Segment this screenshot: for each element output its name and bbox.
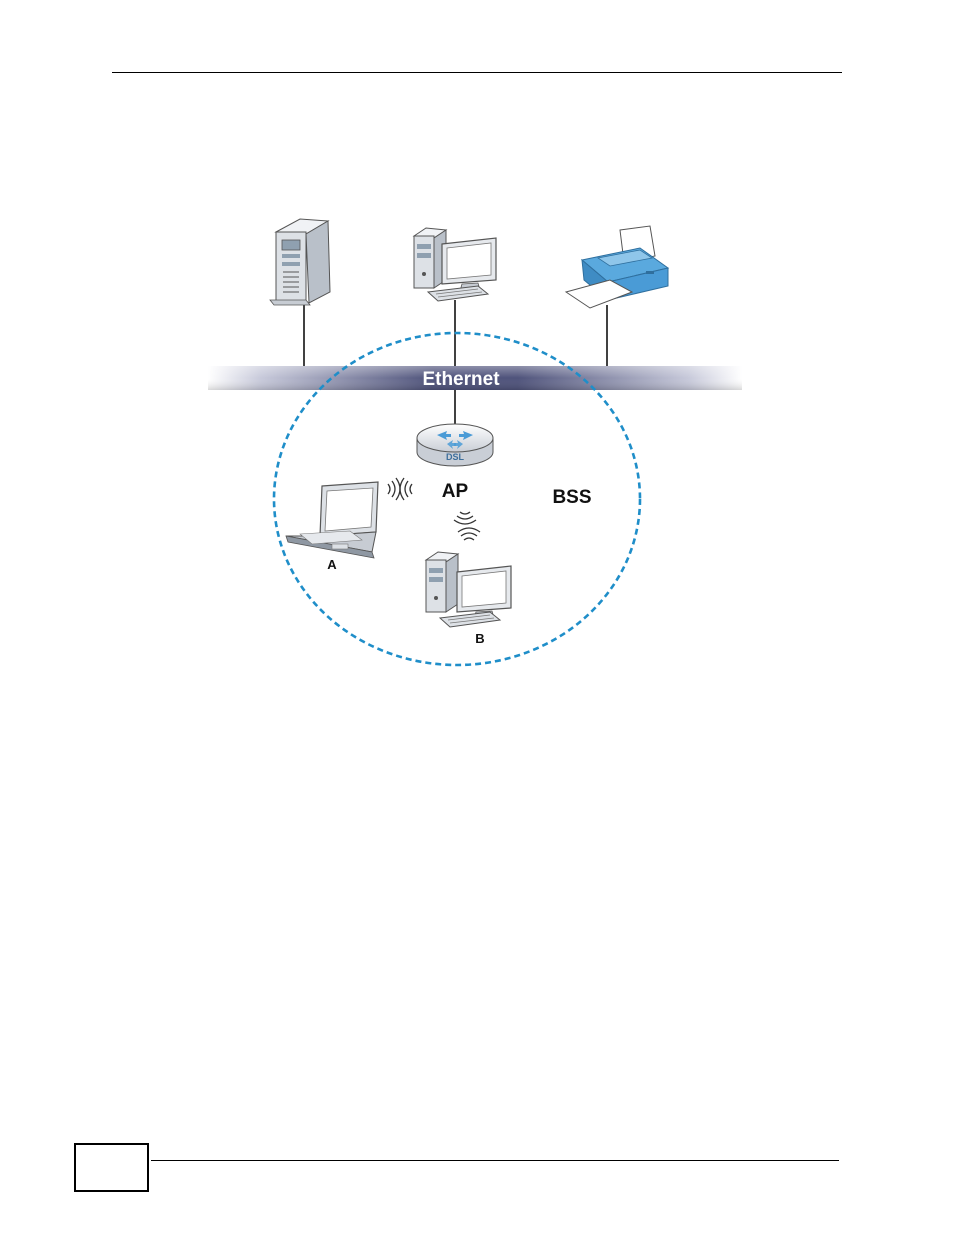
access-point-label: AP xyxy=(442,481,469,502)
station-a-label: A xyxy=(327,557,337,572)
ethernet-bus: Ethernet xyxy=(208,366,742,390)
desktop-computer-icon xyxy=(414,228,496,301)
wireless-signal-icon xyxy=(454,512,476,524)
wireless-signal-icon xyxy=(388,478,400,500)
router-icon: DSL xyxy=(417,424,493,466)
bss-label: BSS xyxy=(552,487,591,508)
station-b-label: B xyxy=(475,631,484,646)
ethernet-label: Ethernet xyxy=(422,369,500,390)
page-number-box xyxy=(74,1143,149,1192)
laptop-icon xyxy=(286,482,378,558)
server-tower-icon xyxy=(270,219,330,305)
desktop-computer-icon xyxy=(426,552,511,627)
wireless-signal-icon xyxy=(400,478,412,500)
wireless-signal-icon xyxy=(458,528,480,540)
router-badge: DSL xyxy=(446,452,465,462)
footer-rule xyxy=(151,1160,839,1161)
printer-icon xyxy=(566,226,668,308)
